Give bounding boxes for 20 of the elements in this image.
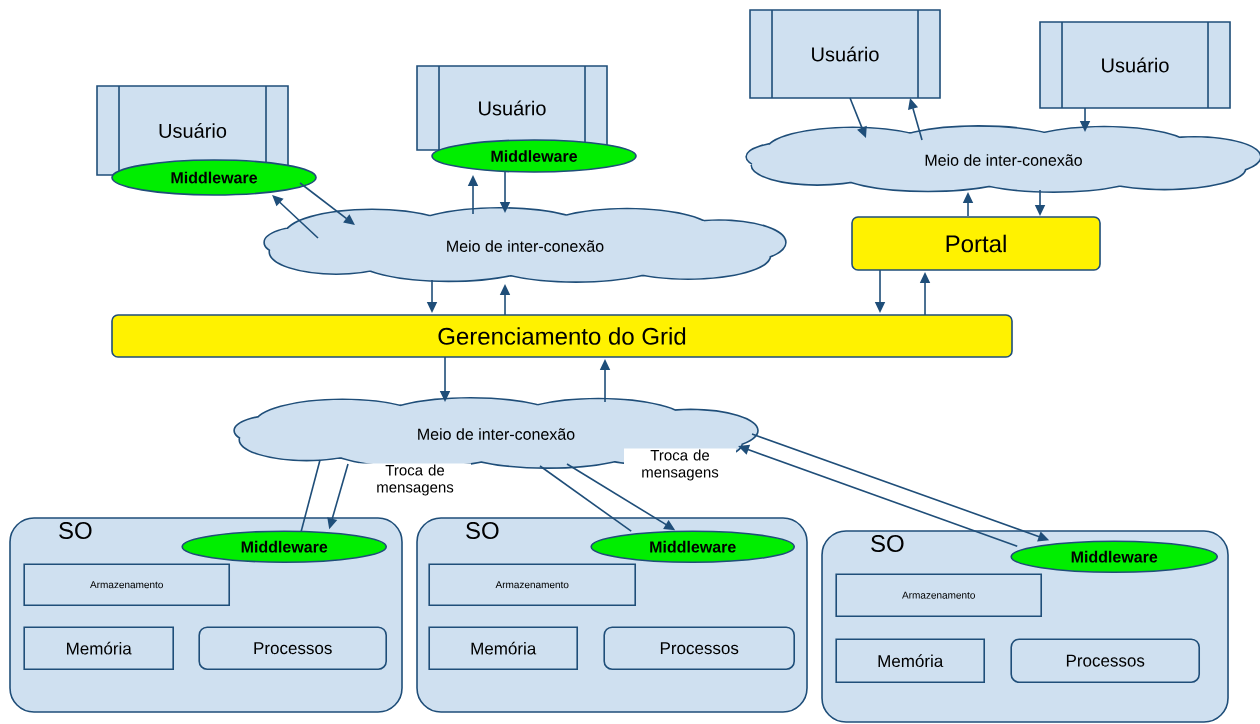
- network-cloud: Meio de inter-conexão: [745, 125, 1260, 193]
- user-box: Usuário: [416, 65, 608, 151]
- memory-box: Memória: [428, 626, 578, 670]
- arrow: [299, 182, 355, 225]
- arrow: [272, 195, 319, 239]
- process-box: Processos: [198, 626, 387, 670]
- edge-label: Troca de mensagens: [359, 463, 471, 497]
- grid-management-bar: Gerenciamento do Grid: [111, 314, 1013, 358]
- memory-box: Memória: [835, 638, 985, 683]
- process-box: Processos: [603, 626, 795, 670]
- memory-box: Memória: [23, 626, 174, 670]
- edge-label: Troca de mensagens: [624, 448, 736, 482]
- user-box: Usuário: [749, 9, 941, 99]
- portal-box: Portal: [851, 216, 1101, 271]
- storage-box: Armazenamento: [23, 563, 230, 606]
- storage-box: Armazenamento: [428, 563, 636, 606]
- storage-box: Armazenamento: [835, 573, 1042, 617]
- user-box: Usuário: [1039, 21, 1231, 109]
- process-box: Processos: [1010, 638, 1200, 683]
- network-cloud: Meio de inter-conexão: [263, 207, 787, 283]
